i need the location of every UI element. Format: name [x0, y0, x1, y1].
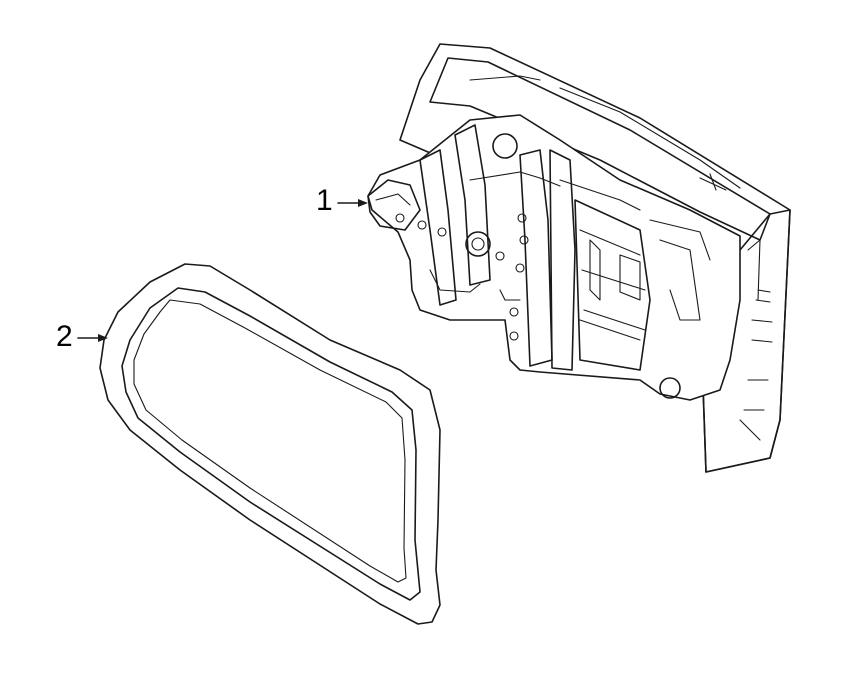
callout-label-1: 1 — [316, 184, 333, 217]
gasket-outer-edge — [99, 263, 441, 625]
lamp-lens-top — [429, 57, 771, 241]
callout-arrow-1 — [337, 199, 368, 207]
part-1-lamp-assembly — [367, 43, 791, 473]
lamp-connector — [367, 179, 421, 231]
part-2-lamp-gasket — [99, 263, 441, 625]
callout-label-2: 2 — [56, 320, 73, 353]
callout-arrow-2 — [77, 334, 108, 342]
lamp-back-housing — [367, 114, 741, 401]
gasket-inner-edge — [121, 287, 421, 601]
